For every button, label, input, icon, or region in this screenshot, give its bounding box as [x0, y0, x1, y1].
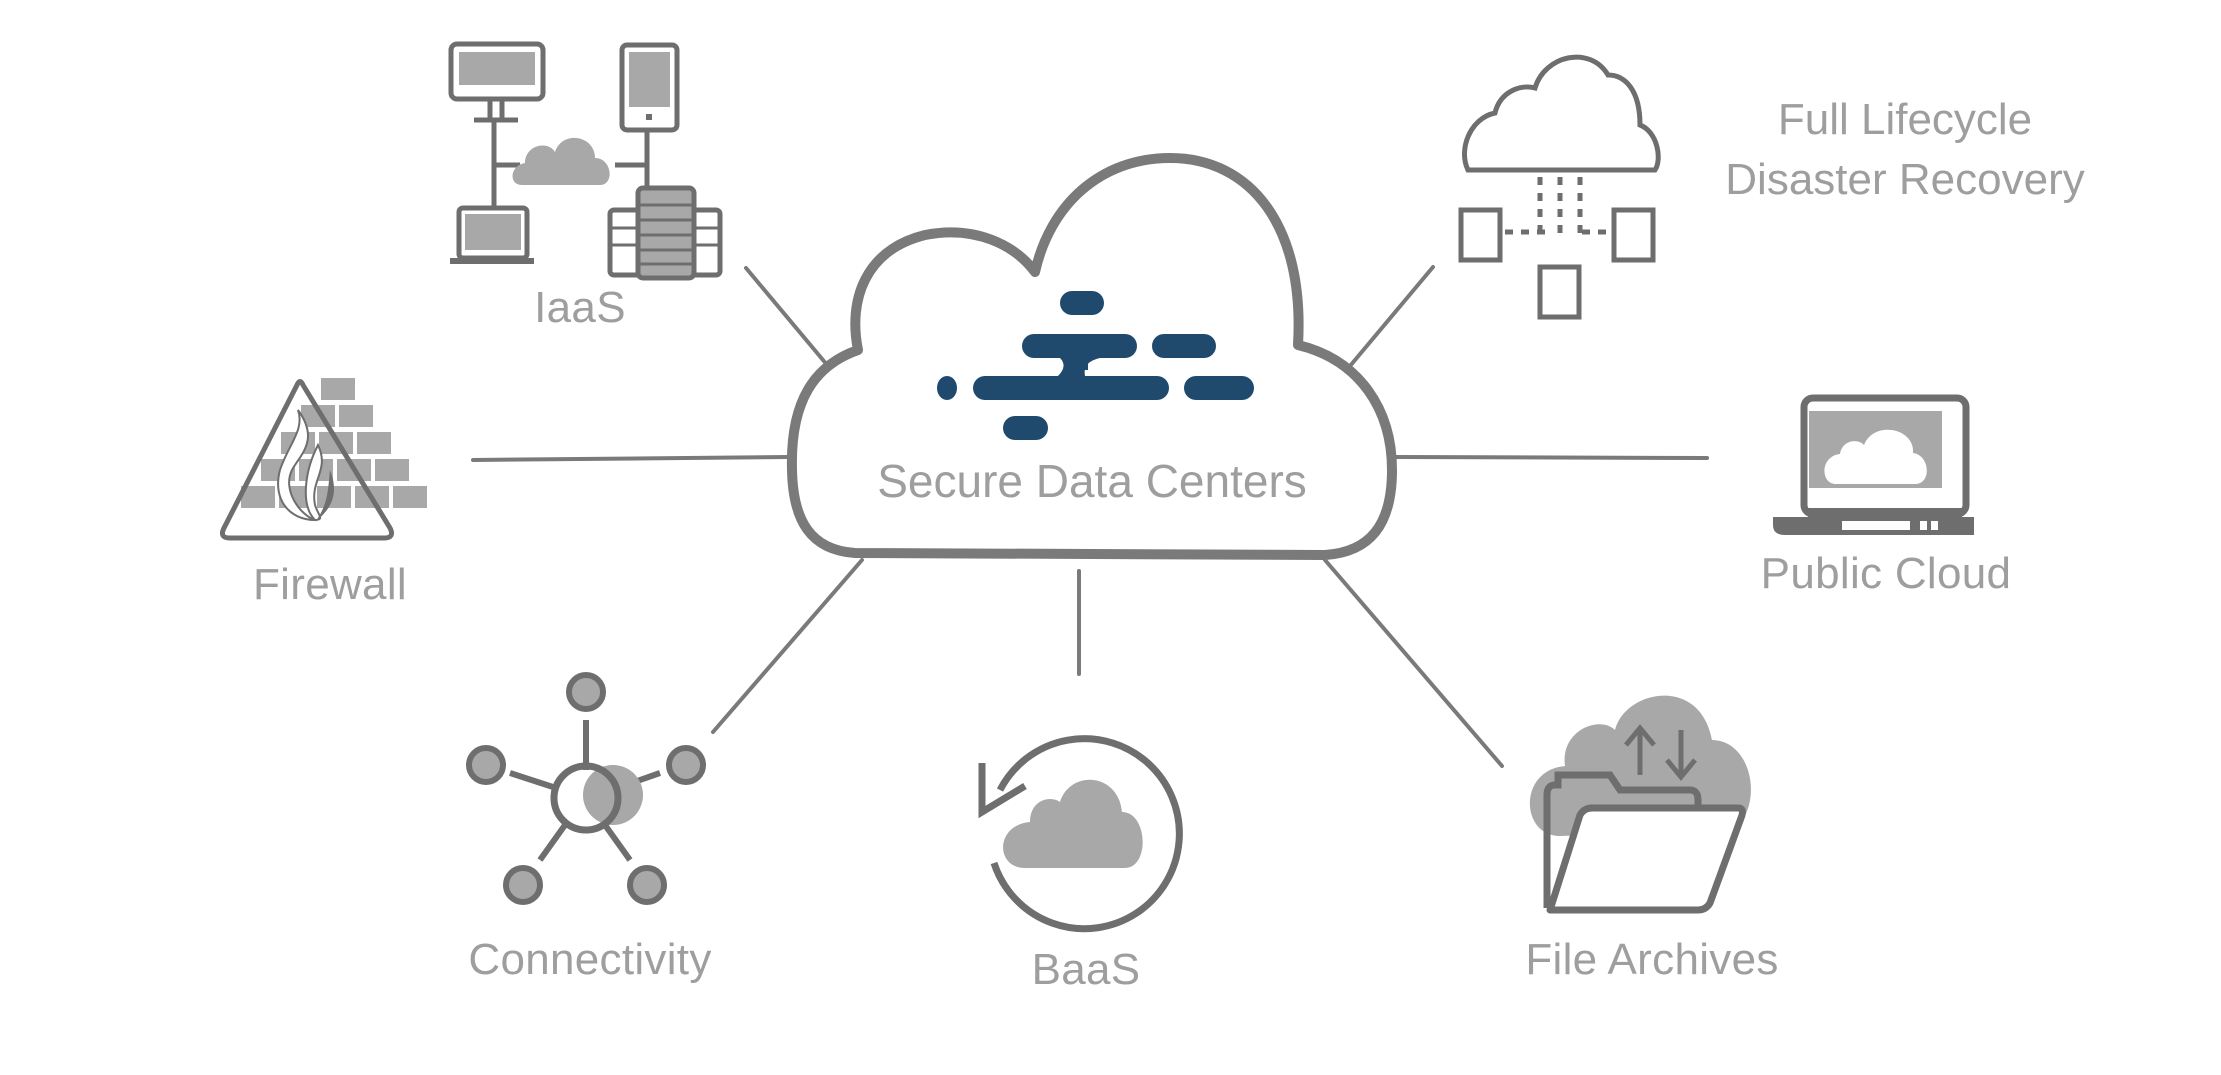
node-label-connectivity: Connectivity	[468, 935, 712, 984]
node-label-baas: BaaS	[1031, 945, 1141, 994]
connector-firewall	[471, 455, 790, 462]
node-label-public-cloud: Public Cloud	[1760, 549, 2012, 598]
node-label-disaster-recovery-line1: Full Lifecycle	[1777, 95, 2033, 144]
firewall-icon	[220, 378, 427, 541]
cloud-backup-icon	[978, 735, 1183, 933]
network-devices-icon	[448, 41, 723, 281]
node-label-file-archives: File Archives	[1525, 935, 1779, 984]
connector-iaas	[744, 266, 830, 368]
connector-connectivity	[711, 558, 864, 734]
connector-public-cloud	[1388, 455, 1709, 460]
connector-disaster-recovery	[1348, 265, 1435, 368]
node-label-disaster-recovery-line2: Disaster Recovery	[1725, 155, 2085, 204]
laptop-cloud-icon	[1773, 394, 1974, 535]
node-label-iaas: IaaS	[534, 283, 626, 332]
node-label-disaster-recovery: Full Lifecycle Disaster Recovery	[1725, 90, 2084, 210]
network-hub-icon	[466, 672, 706, 905]
data-cloud-logo-icon	[937, 291, 1254, 440]
connector-file-archives	[1323, 558, 1504, 768]
cloud-distribution-icon	[1458, 54, 1661, 320]
cloud-folder-icon	[1529, 695, 1751, 914]
hub-label: Secure Data Centers	[877, 455, 1307, 507]
node-label-firewall: Firewall	[253, 560, 407, 609]
